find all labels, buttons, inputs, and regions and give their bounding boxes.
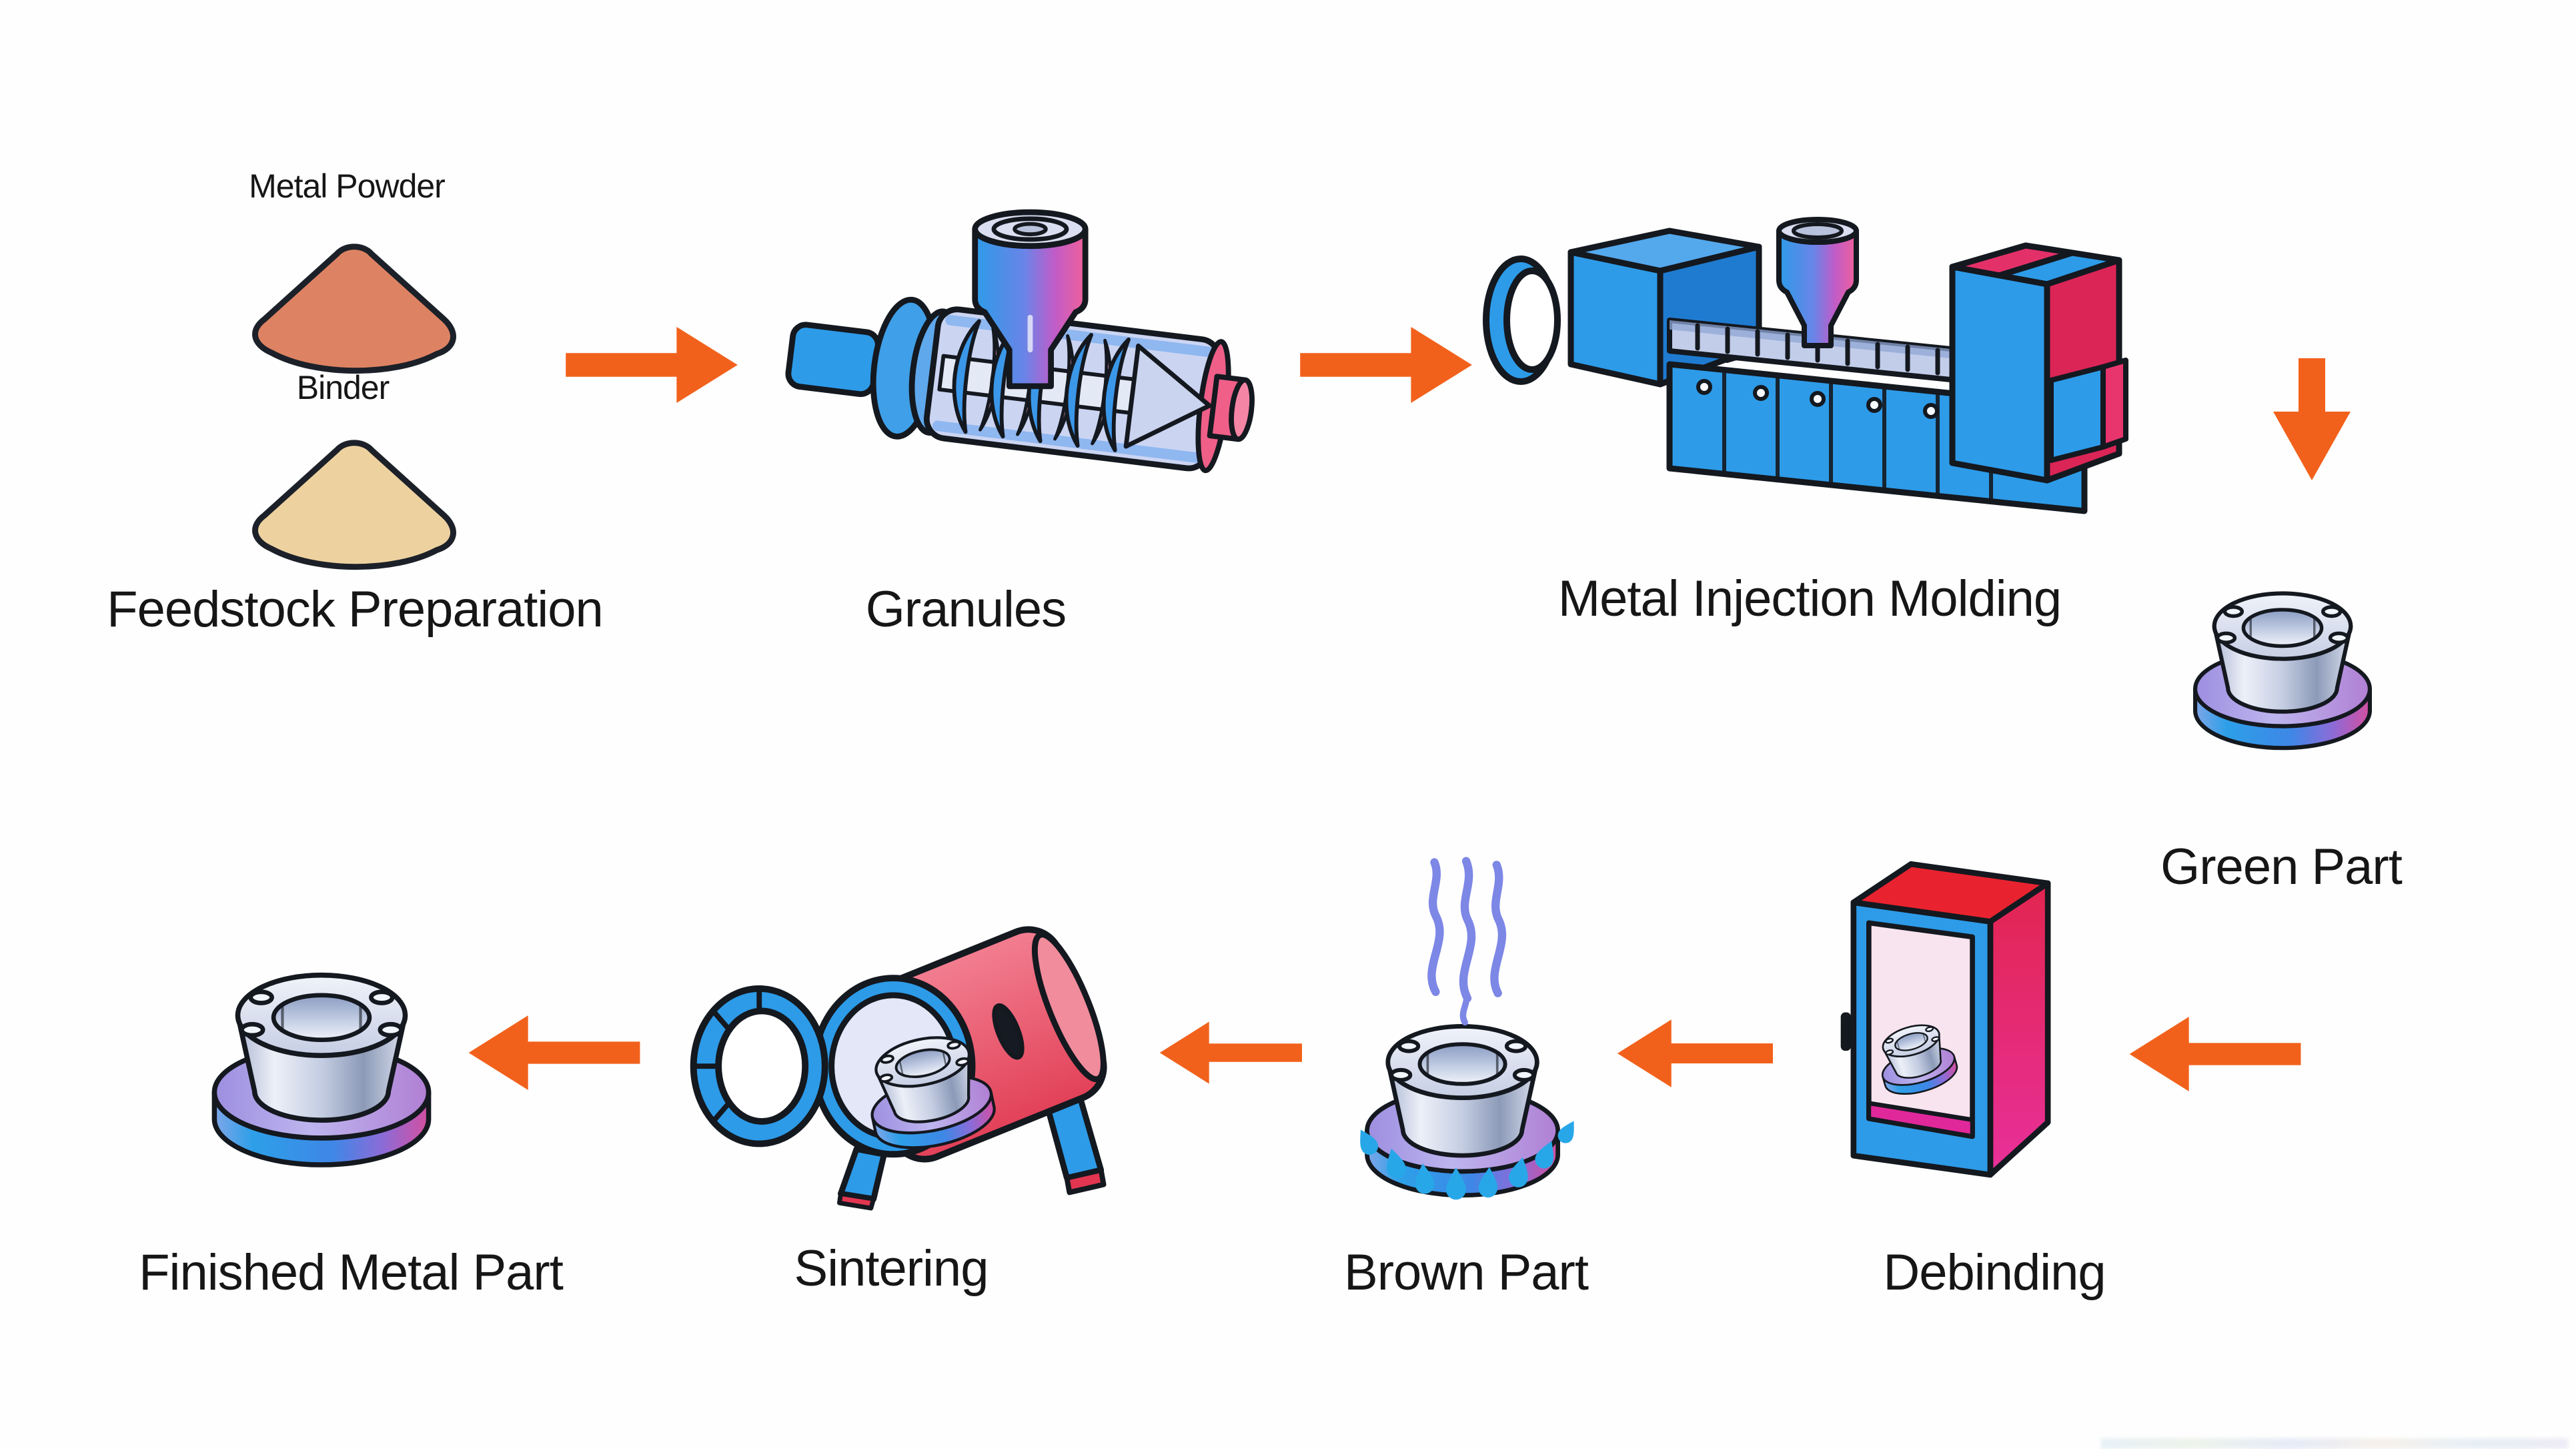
stage-label-finished: Finished Metal Part: [139, 1244, 564, 1301]
extruder-illustration: [785, 209, 1255, 474]
stage-label-granules: Granules: [865, 581, 1067, 638]
droplets-icon: [1360, 1121, 1574, 1200]
flow-arrow-right-1-icon: [566, 326, 738, 404]
flow-arrow-right-2-icon: [1300, 326, 1472, 404]
finished-part-illustration: [199, 953, 444, 1176]
stage-label-feedstock: Feedstock Preparation: [107, 581, 604, 638]
binder-label: Binder: [296, 369, 390, 406]
green-part-illustration: [2182, 575, 2383, 757]
binder-pile-icon: [252, 440, 456, 570]
stage-label-green-part: Green Part: [2160, 839, 2403, 895]
flow-arrow-down-icon: [2273, 358, 2351, 480]
steam-icon: [1427, 857, 1507, 1026]
stage-label-sintering: Sintering: [794, 1240, 989, 1297]
debinding-oven-illustration: [1840, 861, 2051, 1178]
flow-arrow-left-3-icon: [1159, 1021, 1302, 1084]
metal-powder-pile-icon: [252, 244, 456, 374]
watermark-strip: [2101, 1438, 2568, 1449]
flow-arrow-left-4-icon: [468, 1015, 640, 1090]
stage-label-brown-part: Brown Part: [1344, 1244, 1589, 1301]
sintering-furnace-illustration: [690, 926, 1107, 1211]
stage-label-debinding: Debinding: [1883, 1244, 2106, 1301]
metal-powder-label: Metal Powder: [249, 167, 446, 205]
stage-label-mim: Metal Injection Molding: [1557, 570, 2062, 627]
flow-arrow-left-2-icon: [1617, 1019, 1773, 1087]
injection-molding-machine-illustration: [1483, 217, 2128, 514]
brown-part-illustration: [1360, 857, 1574, 1200]
flow-arrow-left-1-icon: [2129, 1017, 2301, 1091]
